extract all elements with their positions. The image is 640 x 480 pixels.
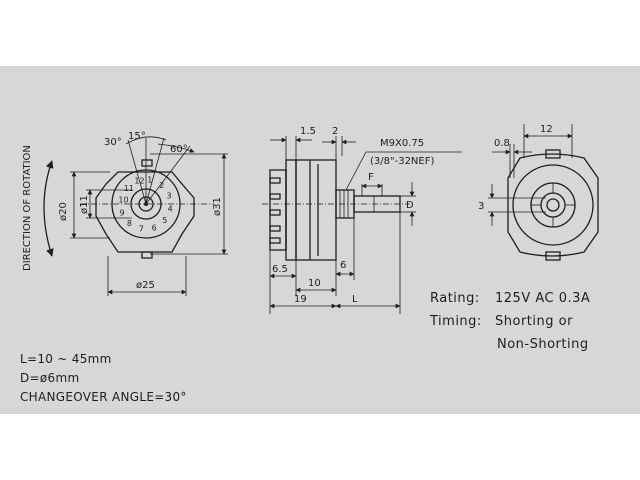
dia-31-label: ø31 xyxy=(212,197,223,216)
dim-6-5-label: 6.5 xyxy=(272,264,288,275)
terminal-lug-3 xyxy=(269,209,281,216)
dim-1-5-label: 1.5 xyxy=(300,126,316,137)
label-f: F xyxy=(368,172,374,183)
dim-6-label: 6 xyxy=(340,260,346,271)
dia-20-label: ø20 xyxy=(58,202,69,221)
technical-drawing: DIRECTION OF ROTATION 30° 15° 60° 123456… xyxy=(20,124,599,404)
terminal-lug-2 xyxy=(269,193,281,200)
terminal-number: 8 xyxy=(127,219,132,228)
timing-value-2: Non-Shorting xyxy=(497,337,589,352)
timing-value-1: Shorting or xyxy=(495,314,573,329)
angle-15-line xyxy=(145,137,165,205)
rating-label: Rating: xyxy=(430,291,480,306)
angle-30-label: 30° xyxy=(104,137,122,148)
timing-label: Timing: xyxy=(429,314,482,329)
terminal-number: 5 xyxy=(162,216,167,225)
rear-bottom-tab xyxy=(545,251,561,261)
dim-10-label: 10 xyxy=(308,278,321,289)
mounting-flange xyxy=(95,171,195,253)
terminal-number: 10 xyxy=(118,196,128,205)
angle-arc-60 xyxy=(157,143,195,153)
dim-3-label: 3 xyxy=(478,201,484,212)
terminal-number: 7 xyxy=(139,225,144,234)
top-mounting-tab xyxy=(141,159,153,167)
terminal-number: 3 xyxy=(167,191,172,200)
ratings-block: Rating: 125V AC 0.3A Timing: Shorting or… xyxy=(429,291,590,352)
terminal-number: 4 xyxy=(168,204,173,213)
dia-11-label: ø11 xyxy=(79,195,90,214)
rear-inner-circle xyxy=(540,192,566,218)
terminal-number: 11 xyxy=(124,184,134,193)
thread-imperial-label: (3/8"-32NEF) xyxy=(370,156,434,167)
rear-outer-circle xyxy=(512,164,594,246)
notes-block: L=10 ~ 45mm D=ø6mm CHANGEOVER ANGLE=30° xyxy=(20,352,187,404)
terminal-lug-5 xyxy=(269,237,281,244)
angle-30-line xyxy=(127,139,147,205)
terminal-number: 2 xyxy=(159,181,164,190)
side-view: 1.5 2 M9X0.75 (3/8"-32NEF) F D 6.5 6 xyxy=(262,126,462,314)
rear-view: 12 0.8 3 xyxy=(478,124,599,261)
note-changeover-angle: CHANGEOVER ANGLE=30° xyxy=(20,390,187,404)
front-view: DIRECTION OF ROTATION 30° 15° 60° 123456… xyxy=(22,131,228,296)
terminal-number: 9 xyxy=(120,209,125,218)
rear-shaft-circle xyxy=(546,198,560,212)
angle-arc-small xyxy=(125,136,167,145)
dim-12-label: 12 xyxy=(540,124,553,135)
terminal-number: 12 xyxy=(134,177,144,186)
switch-wafer xyxy=(285,159,297,261)
angle-15-label: 15° xyxy=(128,131,146,142)
terminal-lug-1 xyxy=(269,177,281,184)
direction-of-rotation-label: DIRECTION OF ROTATION xyxy=(22,145,33,271)
switch-housing xyxy=(295,159,337,261)
angle-60-label: 60° xyxy=(170,144,188,155)
thread-metric-label: M9X0.75 xyxy=(380,138,424,149)
dim-19-label: 19 xyxy=(294,294,307,305)
dim-2-label: 2 xyxy=(332,126,338,137)
rotation-arrow xyxy=(43,160,54,257)
note-diameter: D=ø6mm xyxy=(20,371,79,385)
thread-leader xyxy=(345,151,367,191)
bottom-mounting-tab xyxy=(141,251,153,259)
rear-housing xyxy=(507,153,599,257)
dia-25-label: ø25 xyxy=(136,280,155,291)
angle-60-line xyxy=(145,145,191,205)
terminal-number: 1 xyxy=(147,175,152,184)
label-d: D xyxy=(406,200,414,211)
rating-value: 125V AC 0.3A xyxy=(495,291,590,306)
terminal-lug-4 xyxy=(269,225,281,232)
label-l: L xyxy=(352,294,358,305)
rear-top-tab xyxy=(545,149,561,159)
dim-0-8-label: 0.8 xyxy=(494,138,510,149)
terminal-number: 6 xyxy=(152,224,157,233)
note-length: L=10 ~ 45mm xyxy=(20,352,112,366)
